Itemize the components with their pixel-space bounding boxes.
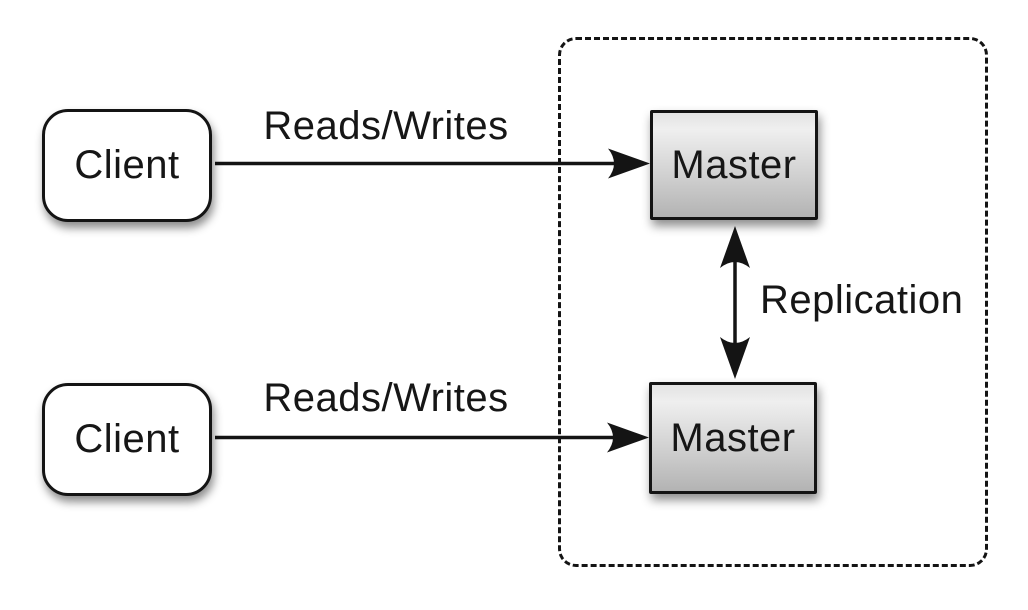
master-node-top-label: Master	[671, 142, 797, 187]
master-node-top: Master	[650, 110, 818, 220]
replication-label: Replication	[760, 278, 964, 322]
master-node-bottom: Master	[649, 382, 817, 494]
client-node-top-label: Client	[74, 143, 180, 187]
client-node-bottom-label: Client	[74, 417, 180, 461]
reads-writes-label-bottom: Reads/Writes	[263, 376, 509, 420]
master-node-bottom-label: Master	[670, 415, 796, 460]
replication-group-outline	[558, 37, 988, 567]
reads-writes-label-top: Reads/Writes	[263, 104, 509, 148]
client-node-top: Client	[42, 109, 212, 222]
client-node-bottom: Client	[42, 383, 212, 496]
